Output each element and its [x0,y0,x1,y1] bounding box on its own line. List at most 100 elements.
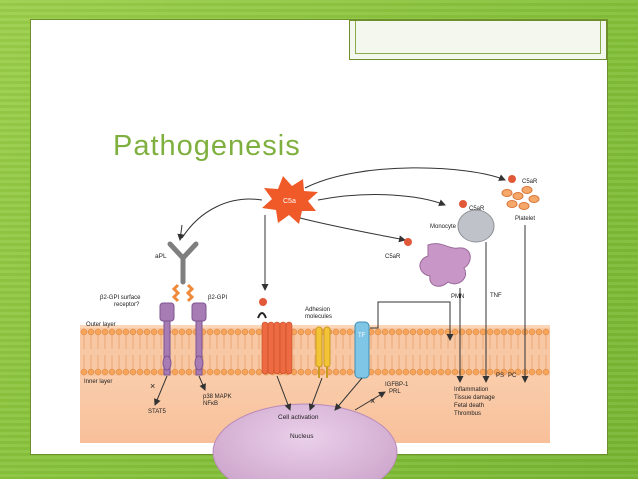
lipid-head [402,328,410,336]
outcome-inflammation: Inflammation [454,387,488,393]
c5a-receptor-channel [257,298,293,375]
arrow-tf-to-outcomes [370,301,454,341]
tf-label: TF [358,333,366,339]
lipid-head [108,368,116,376]
slide-title: Pathogenesis [113,130,301,162]
cell-activation-label: Cell activation [278,414,319,421]
lipid-head [381,368,389,376]
lipid-head [486,328,494,336]
igfbp-label-1: IGFBP-1 [385,382,409,388]
platelet-label: Platelet [515,216,535,222]
lipid-head [94,328,102,336]
b2gpi-receptors [159,302,207,376]
lipid-head [451,328,459,336]
arrow-head-apl [177,224,185,241]
lipid-head [220,328,228,336]
lipid-head [388,368,396,376]
b2gpi-label: β2-GPI [208,295,227,301]
arrow-c5a-to-platelet [304,167,506,189]
lipid-head [87,368,95,376]
lipid-head [220,368,228,376]
lipid-head [185,328,193,336]
lipid-head [143,328,151,336]
lipid-head [80,368,88,376]
lipid-head [465,368,473,376]
lipid-head [171,368,179,376]
lipid-head [178,368,186,376]
lipid-head [346,368,354,376]
tnf-label: TNF [490,293,502,299]
lipid-head [143,368,151,376]
lipid-head [234,368,242,376]
lipid-head [248,328,256,336]
arrow-adhesion-to-activation [308,377,323,411]
arrow-c5a-to-pmn [299,217,406,243]
lipid-head [528,368,536,376]
lipid-head [213,368,221,376]
lipid-head [346,328,354,336]
c5a-label: C5a [283,198,296,205]
lipid-head [297,328,305,336]
outcome-tissue-damage: Tissue damage [454,395,495,401]
c5a-ligand-pmn [404,238,412,246]
lipid-head [136,328,144,336]
lipid-head [402,368,410,376]
lipid-head [206,328,214,336]
lipid-head [409,328,417,336]
arrow-to-stat5 [154,375,168,406]
inner-layer-label: Inner layer [84,379,112,385]
lipid-head [206,368,214,376]
lipid-head [388,328,396,336]
lipid-head [395,328,403,336]
lipid-head [507,328,515,336]
c5ar-top-label: C5aR [522,179,538,185]
c5ar-mid-label: C5aR [469,206,485,212]
apl-antibody [167,241,199,285]
lipid-head [213,328,221,336]
tissue-factor [354,321,370,379]
arrow-to-igfbp [354,391,386,411]
lipid-head [115,368,123,376]
monocyte-label: Monocyte [430,224,457,230]
lipid-head [472,328,480,336]
lipid-head [430,328,438,336]
lipid-head [423,328,431,336]
lipid-head [479,328,487,336]
lipid-head [227,328,235,336]
lipid-head [535,368,543,376]
b2gpi-chains [171,283,195,303]
lipid-head [493,328,501,336]
lipid-head [241,368,249,376]
lipid-head [108,328,116,336]
receptor-label-2: receptor? [114,302,140,308]
nucleus [212,403,398,479]
lipid-head [129,328,137,336]
lipid-head [542,368,550,376]
adhesion-label-1: Adhesion [305,307,330,313]
lipid-head [122,328,130,336]
lipid-head [416,328,424,336]
lipid-head [227,368,235,376]
lipid-head [423,368,431,376]
lipid-head [339,328,347,336]
c5a-ligand-platelet [508,175,516,183]
lipid-head [87,328,95,336]
lipid-head [332,328,340,336]
adhesion-molecules [315,326,331,378]
arrow-c5a-to-apl [181,198,263,239]
lipid-head [339,368,347,376]
adhesion-label-2: molecules [305,314,332,320]
nucleus-label: Nucleus [290,433,314,440]
lipid-head [185,368,193,376]
lipid-head [241,328,249,336]
outer-layer-label: Outer layer [86,322,116,328]
lipid-head [437,368,445,376]
pmn-cell [419,243,471,287]
platelet-cluster [501,186,540,210]
p38-label-1: p38 MAPK [203,394,232,400]
lipid-head [304,368,312,376]
c5a-star [262,176,318,224]
lipid-head [136,368,144,376]
lipid-head [150,328,158,336]
lipid-head [395,368,403,376]
